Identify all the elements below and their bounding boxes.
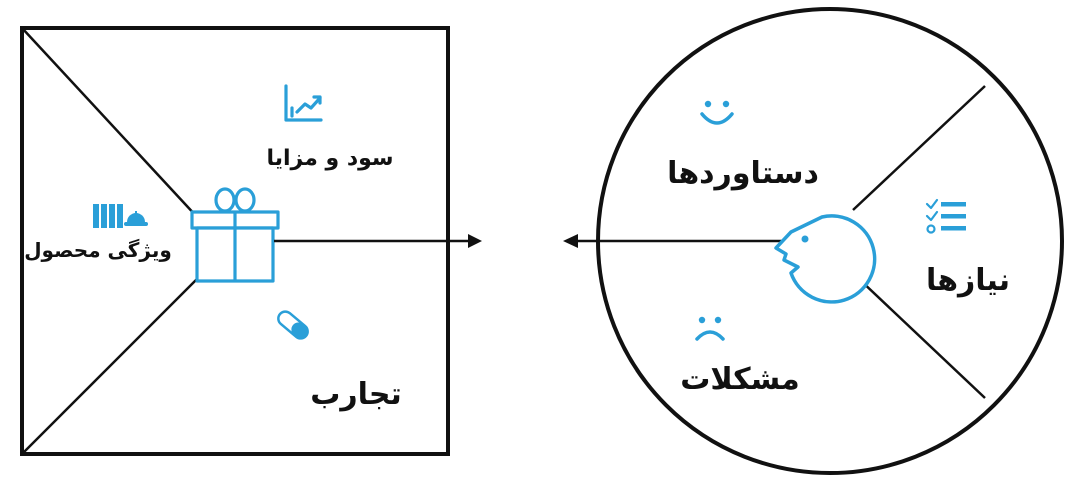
value-map-divider-bottom xyxy=(21,277,199,455)
customer-profile: دستاوردها نیازها مشکلات xyxy=(596,7,1064,475)
smiley-icon xyxy=(700,100,734,125)
customer-face-icon xyxy=(774,214,877,304)
gift-icon xyxy=(190,187,280,283)
customer-profile-frame xyxy=(596,7,1064,475)
products-services-label: ویژگی محصول xyxy=(24,238,172,262)
value-map-arrow xyxy=(274,234,482,248)
value-map-divider-top xyxy=(21,27,199,219)
jobs-label: نیازها xyxy=(926,263,1010,298)
chart-growth-icon xyxy=(284,84,323,122)
gains-label: دستاوردها xyxy=(667,156,819,191)
frown-icon xyxy=(695,316,725,341)
products-services-icon xyxy=(93,204,148,228)
customer-profile-arrow xyxy=(563,234,784,248)
checklist-icon xyxy=(925,198,966,234)
customer-profile-divider-top xyxy=(852,85,986,211)
pain-relievers-label: تجارب xyxy=(310,377,402,412)
value-map: سود و مزایا ویژگی محصول تجارب xyxy=(20,26,450,456)
customer-profile-divider-bottom xyxy=(857,277,986,399)
pains-label: مشکلات xyxy=(680,362,799,397)
gain-creators-label: سود و مزایا xyxy=(266,146,393,171)
pill-icon xyxy=(277,310,309,340)
